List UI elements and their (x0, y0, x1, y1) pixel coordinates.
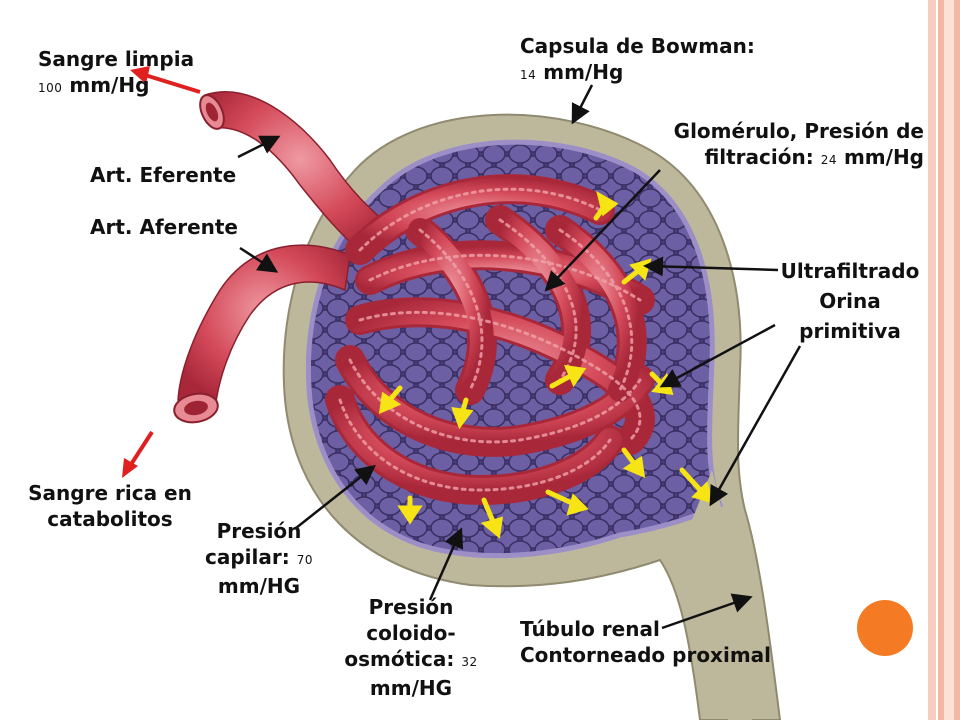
label-presion-coloido: Presión coloido- osmótica: 32 mm/HG (344, 595, 478, 700)
yellow-arrow (593, 190, 619, 221)
label-presion-capilar: Presión capilar: 70 mm/HG (205, 519, 313, 598)
label-art-aferente: Art. Aferente (90, 215, 238, 239)
afferent-arteriole (173, 244, 351, 424)
yellow-arrow (679, 467, 714, 504)
label-sangre-rica: Sangre rica en catabolitos (28, 481, 192, 531)
glomerulus-diagram (122, 66, 913, 720)
yellow-arrow (451, 397, 474, 430)
pointer-lines (237, 84, 802, 630)
label-sangre-limpia: Sangre limpia 100 mm/Hg (38, 47, 195, 97)
label-capsula-bowman: Capsula de Bowman: 14 mm/Hg (520, 34, 755, 84)
label-art-eferente: Art. Eferente (90, 163, 237, 187)
yellow-arrow (378, 385, 403, 415)
slide-border (920, 0, 960, 720)
yellow-arrow (545, 489, 589, 516)
label-ultrafiltrado: Ultrafiltrado Orina primitiva (780, 259, 920, 343)
yellow-arrow (397, 495, 423, 525)
filtration-arrows (378, 190, 714, 539)
label-tubulo-renal: Túbulo renal Contorneado proximal (520, 617, 772, 667)
yellow-arrow (549, 364, 587, 389)
yellow-arrow (480, 497, 504, 539)
orange-dot (857, 600, 913, 656)
label-glomerulo: Glomérulo, Presión de filtración: 24 mm/… (673, 119, 924, 169)
red-arrow-down (122, 430, 154, 478)
yellow-arrow (621, 447, 646, 479)
red-arrow-out (130, 66, 201, 94)
